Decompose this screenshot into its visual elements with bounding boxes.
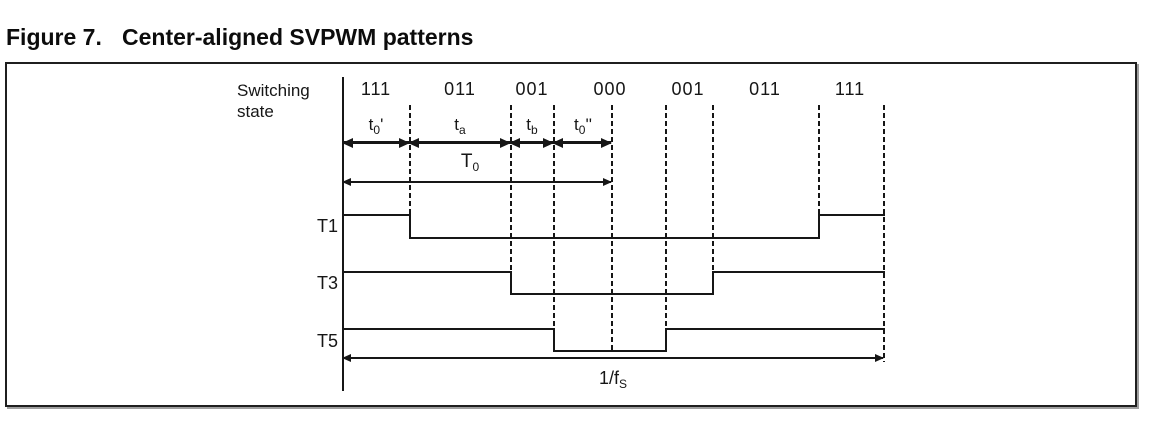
waveform-segment-T3 — [510, 293, 555, 295]
waveform-edge-T3 — [510, 271, 512, 295]
interval-base: t — [368, 115, 374, 134]
half-period-subscript: 0 — [472, 160, 480, 174]
arrow-t0-prime — [343, 141, 409, 144]
interval-subscript: 0 — [578, 123, 586, 137]
time-axis-line — [342, 77, 344, 391]
figure-label: Figure 7. — [6, 24, 102, 50]
period-label-1fs: 1/fS — [583, 368, 643, 391]
arrow-period-1fs — [343, 357, 883, 359]
interval-subscript: b — [531, 123, 538, 137]
waveform-edge-T5 — [665, 328, 667, 352]
arrow-tb — [510, 141, 553, 144]
period-base: 1/f — [598, 368, 619, 388]
waveform-segment-T1 — [409, 237, 512, 239]
arrow-ta — [409, 141, 510, 144]
half-period-base: T — [460, 151, 473, 172]
figure-frame — [5, 62, 1137, 407]
waveform-segment-T3 — [712, 271, 820, 273]
switching-state-axis-label: Switching state — [237, 80, 310, 122]
waveform-segment-T5 — [818, 328, 885, 330]
arrow-t0-doubleprime — [553, 141, 611, 144]
interval-base: t — [454, 115, 460, 134]
interval-base: t — [526, 115, 532, 134]
state-boundary-dashed-line — [611, 105, 613, 350]
interval-subscript: a — [459, 123, 466, 137]
switching-state-label: 000 — [593, 79, 627, 99]
period-subscript: S — [619, 377, 628, 391]
state-boundary-dashed-line — [409, 105, 411, 237]
waveform-edge-T5 — [553, 328, 555, 352]
waveform-segment-T1 — [712, 237, 820, 239]
waveform-segment-T3 — [818, 271, 885, 273]
state-boundary-dashed-line — [510, 105, 512, 293]
figure-title: Center-aligned SVPWM patterns — [122, 24, 474, 50]
signal-label-T3: T3 — [316, 273, 338, 293]
waveform-segment-T1 — [343, 214, 411, 216]
switching-state-label: 111 — [360, 79, 392, 99]
switching-state-label: 001 — [515, 79, 549, 99]
switching-state-label: 011 — [749, 79, 781, 99]
waveform-segment-T1 — [510, 237, 555, 239]
interval-mark: ' — [380, 115, 384, 134]
state-boundary-dashed-line — [553, 105, 555, 350]
interval-label-ta: ta — [430, 115, 490, 137]
waveform-segment-T5 — [553, 350, 667, 352]
waveform-segment-T1 — [553, 237, 667, 239]
waveform-segment-T5 — [665, 328, 714, 330]
waveform-segment-T1 — [665, 237, 714, 239]
waveform-segment-T5 — [712, 328, 820, 330]
state-boundary-dashed-line — [883, 105, 885, 362]
switching-label-line2: state — [237, 102, 274, 121]
waveform-segment-T5 — [510, 328, 555, 330]
signal-label-T5: T5 — [316, 331, 338, 351]
signal-label-T1: T1 — [316, 216, 338, 236]
half-period-label-T0: T0 — [440, 151, 500, 174]
waveform-segment-T3 — [553, 293, 667, 295]
switching-state-label: 001 — [671, 79, 705, 99]
state-boundary-dashed-line — [818, 105, 820, 237]
interval-label-tb: tb — [502, 115, 562, 137]
waveform-segment-T3 — [343, 271, 411, 273]
waveform-edge-T3 — [712, 271, 714, 295]
waveform-segment-T3 — [665, 293, 714, 295]
waveform-segment-T3 — [409, 271, 512, 273]
waveform-edge-T1 — [409, 214, 411, 239]
interval-mark: '' — [585, 115, 592, 134]
interval-label-t0-prime: t0' — [346, 115, 406, 137]
interval-base: t — [574, 115, 579, 134]
state-boundary-dashed-line — [665, 105, 667, 350]
switching-state-label: 111 — [834, 79, 866, 99]
arrow-T0 — [343, 181, 611, 183]
interval-subscript: 0 — [373, 123, 381, 137]
switching-state-label: 011 — [444, 79, 476, 99]
state-boundary-dashed-line — [712, 105, 714, 293]
waveform-segment-T5 — [409, 328, 512, 330]
interval-label-t0-doubleprime: t0'' — [553, 115, 613, 137]
waveform-segment-T1 — [818, 214, 885, 216]
switching-label-line1: Switching — [237, 81, 310, 100]
waveform-edge-T1 — [818, 214, 820, 239]
waveform-segment-T5 — [343, 328, 411, 330]
